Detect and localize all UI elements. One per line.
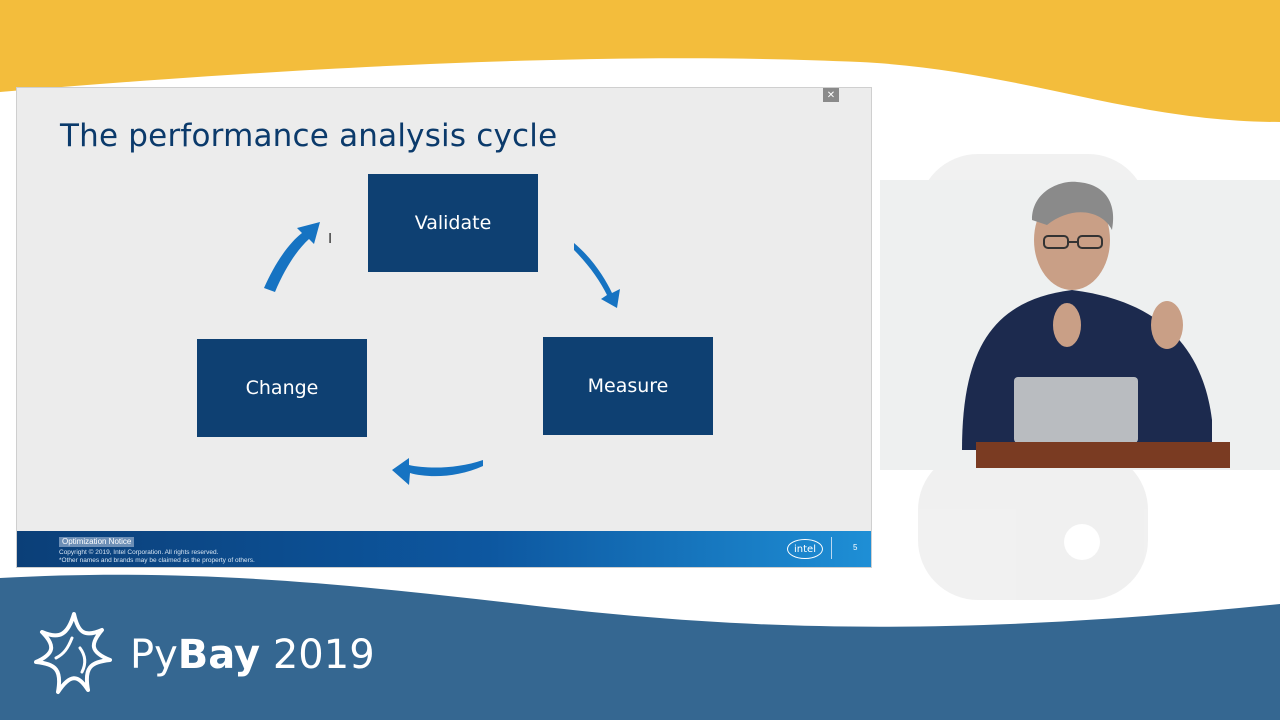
copyright-text: Copyright © 2019, Intel Corporation. All…: [59, 549, 219, 556]
intel-logo: intel: [787, 539, 823, 559]
slide-footer: Optimization Notice Copyright © 2019, In…: [17, 531, 871, 567]
text-cursor-icon: I: [328, 230, 333, 247]
page-number: 5: [853, 543, 858, 552]
trademark-text: *Other names and brands may be claimed a…: [59, 557, 255, 564]
pybay-year: 2019: [272, 632, 375, 678]
bottom-wave-banner: [0, 574, 1280, 720]
change-box: Change: [197, 339, 367, 437]
arrow-validate-to-measure: [574, 243, 620, 308]
measure-box: Measure: [543, 337, 713, 435]
top-wave-banner: [0, 0, 1280, 122]
cycle-arrows: [264, 222, 620, 485]
arrow-change-to-validate: [264, 222, 320, 292]
optimization-notice[interactable]: Optimization Notice: [59, 537, 135, 547]
footer-divider: [831, 537, 832, 559]
slide-title: The performance analysis cycle: [60, 118, 558, 154]
presentation-slide: ✕ The performance analysis cycle Validat…: [16, 87, 872, 568]
pybay-star-logo: [34, 612, 112, 694]
exit-fullscreen-icon[interactable]: ✕: [823, 88, 839, 102]
arrow-measure-to-change: [392, 458, 483, 485]
speaker-video: [872, 150, 1280, 610]
pybay-wordmark: PyBay 2019: [130, 632, 375, 678]
pybay-bay: Bay: [177, 632, 261, 678]
pybay-py: Py: [130, 632, 178, 678]
validate-box: Validate: [368, 174, 538, 272]
